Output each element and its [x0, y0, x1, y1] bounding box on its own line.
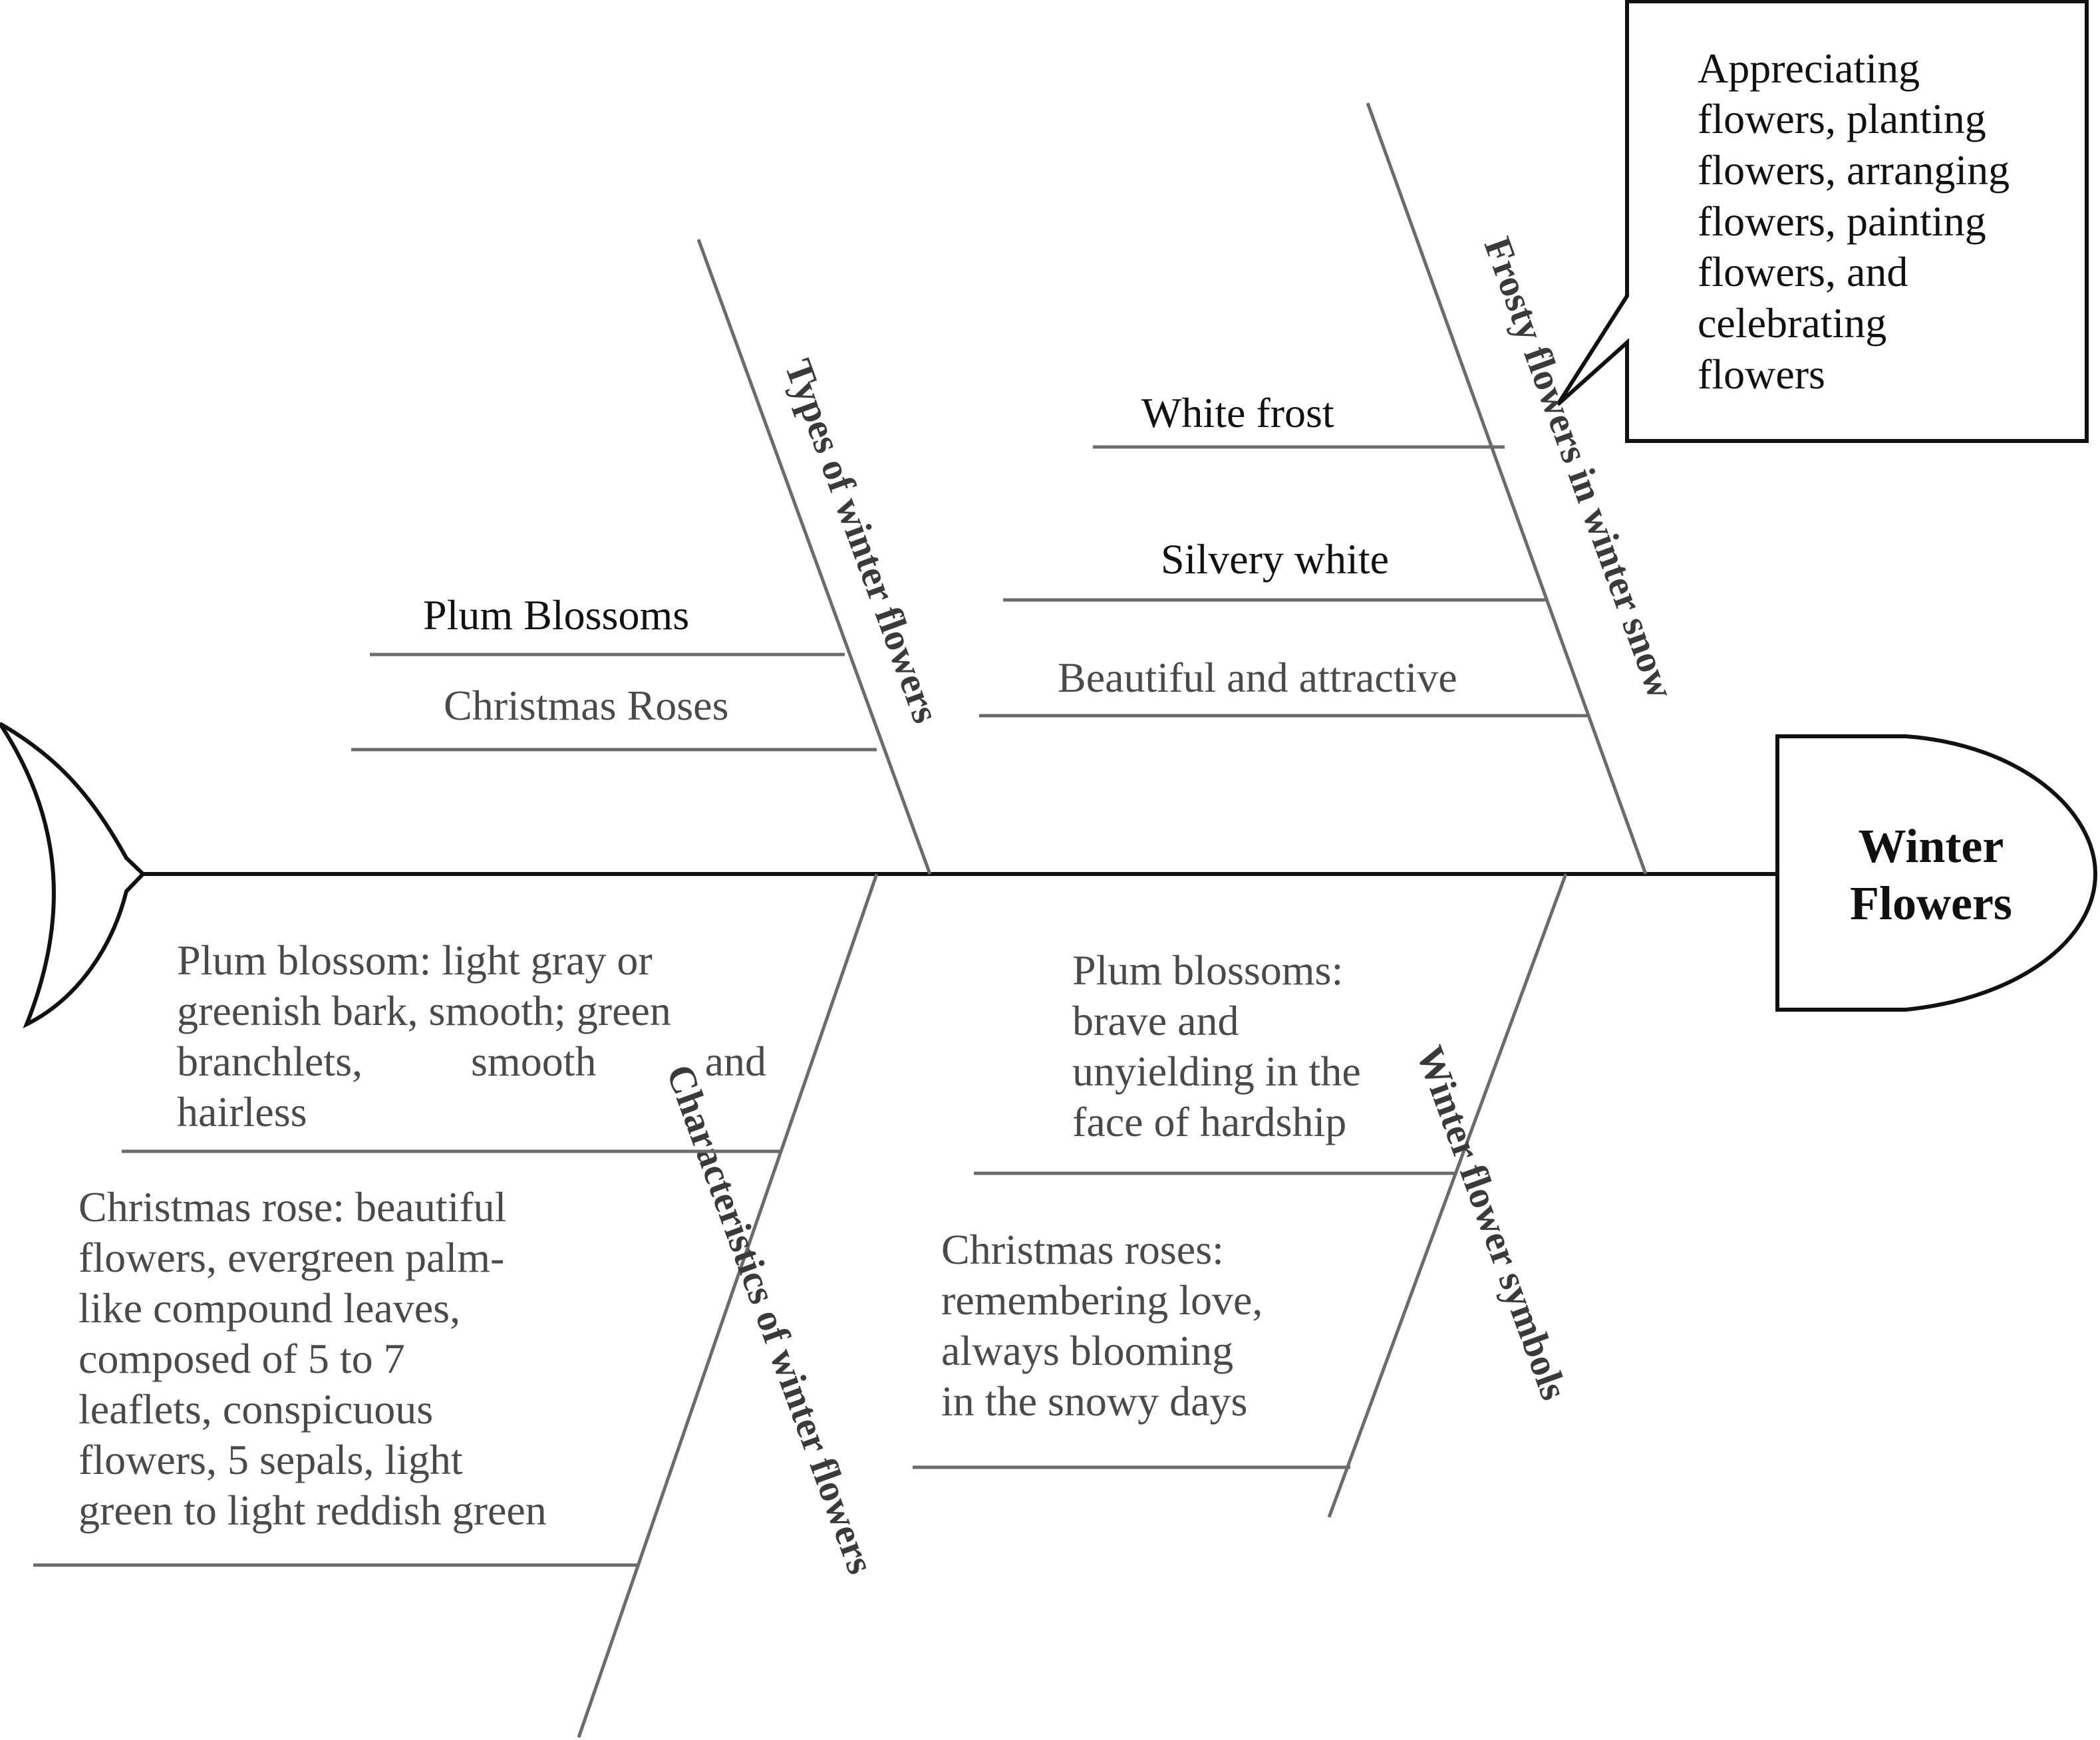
bone-types: [696, 239, 932, 875]
bone-characteristics: [577, 873, 879, 1738]
sym-rose-line: Christmas roses:: [941, 1226, 1224, 1273]
callout-line: Appreciating: [1698, 45, 1920, 92]
bone-frosty: [1366, 102, 1648, 875]
head-title-line2: Flowers: [1850, 877, 2012, 930]
sym-plum-line: face of hardship: [1072, 1098, 1346, 1145]
char-rose-line: Christmas rose: beautiful: [78, 1183, 506, 1231]
char-rose-line: flowers, 5 sepals, light: [78, 1436, 463, 1483]
sym-plum-line: Plum blossoms:: [1072, 946, 1343, 994]
sym-plum-line: unyielding in the: [1072, 1048, 1361, 1095]
char-plum-line: greenish bark, smooth; green: [177, 987, 671, 1034]
callout-box: [1556, 0, 2089, 443]
callout-line: flowers: [1698, 351, 1825, 398]
fish-head: [1775, 734, 2098, 1012]
bone-symbols: [1327, 873, 1568, 1518]
bone-characteristics-label: Characteristics of winter flowers: [658, 1059, 883, 1580]
callout-line: flowers, painting: [1698, 198, 1986, 245]
types-item-rose: Christmas Roses: [444, 682, 728, 729]
frosty-item-silvery: Silvery white: [1161, 535, 1389, 583]
char-plum-line: Plum blossom: light gray or: [177, 937, 653, 984]
sym-plum-line: brave and: [1072, 997, 1239, 1044]
char-rose-line: composed of 5 to 7: [78, 1335, 405, 1382]
callout-line: flowers, and: [1698, 248, 1908, 295]
callout-line: flowers, planting: [1698, 95, 1986, 142]
callout-line: flowers, arranging: [1698, 146, 2010, 194]
bone-types-label: Types of winter flowers: [776, 354, 948, 729]
characteristics-rose-text: Christmas rose: beautiful flowers, everg…: [78, 1183, 547, 1534]
char-plum-line: and: [705, 1038, 766, 1085]
char-plum-line: smooth: [471, 1038, 596, 1085]
frosty-item-white-frost: White frost: [1141, 389, 1334, 436]
char-rose-line: flowers, evergreen palm-: [78, 1234, 504, 1281]
characteristics-plum-text: Plum blossom: light gray or greenish bar…: [177, 937, 766, 1135]
char-plum-line: hairless: [177, 1088, 307, 1135]
sym-rose-line: always blooming: [941, 1327, 1233, 1374]
sym-rose-line: in the snowy days: [941, 1378, 1247, 1425]
head-title-line1: Winter: [1859, 819, 2004, 873]
types-item-plum: Plum Blossoms: [423, 591, 689, 639]
callout-line: celebrating: [1698, 299, 1886, 347]
callout-text: Appreciating flowers, planting flowers, …: [1698, 45, 2010, 398]
symbols-rose-text: Christmas roses: remembering love, alway…: [941, 1226, 1263, 1425]
char-rose-line: leaflets, conspicuous: [78, 1385, 433, 1433]
char-rose-line: green to light reddish green: [78, 1487, 547, 1534]
bone-frosty-label: Frosty flowers in winter snow: [1476, 231, 1684, 704]
sym-rose-line: remembering love,: [941, 1276, 1263, 1324]
char-rose-line: like compound leaves,: [78, 1284, 460, 1332]
fish-tail: [0, 722, 146, 1029]
symbols-plum-text: Plum blossoms: brave and unyielding in t…: [1072, 946, 1361, 1145]
bone-symbols-label: Winter flower symbols: [1408, 1040, 1576, 1405]
frosty-item-beautiful: Beautiful and attractive: [1058, 654, 1457, 701]
char-plum-line: branchlets,: [177, 1038, 363, 1085]
